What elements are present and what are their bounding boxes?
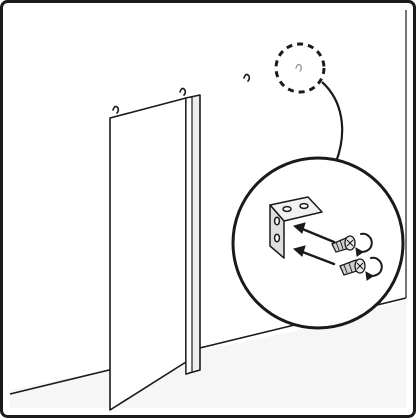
hook-icon	[179, 87, 187, 96]
corner-bracket-icon	[269, 196, 323, 259]
rotation-indicators	[355, 232, 383, 281]
bracket-hole-side-2	[273, 233, 281, 243]
bracket-hole-side-1	[273, 216, 281, 226]
panel-right-front	[185, 96, 193, 375]
floor-area	[10, 300, 406, 408]
bracket-hole-top-2	[299, 202, 309, 210]
zoom-source	[274, 42, 326, 94]
detail-circle	[231, 156, 405, 330]
callout-leader-line	[321, 81, 344, 163]
bracket-vertical-plate	[269, 204, 285, 259]
insert-arrow-icon	[298, 249, 336, 266]
panel-left	[109, 97, 187, 411]
insert-arrow-icon	[298, 226, 336, 244]
hook-icon	[295, 63, 303, 72]
hooks	[112, 73, 251, 114]
screw-icon	[339, 258, 366, 276]
insert-arrow-head	[292, 245, 306, 257]
detail-view	[231, 156, 405, 330]
insert-arrows	[292, 222, 336, 266]
panel-left-front	[109, 97, 187, 411]
hook-icon	[243, 73, 251, 82]
hook-icon	[112, 105, 120, 114]
bracket-hole-top-1	[282, 205, 292, 213]
insert-arrow-head	[292, 222, 306, 234]
panel-right	[185, 94, 201, 375]
screw-icon	[331, 235, 356, 253]
zoom-callout-circle	[274, 42, 326, 94]
